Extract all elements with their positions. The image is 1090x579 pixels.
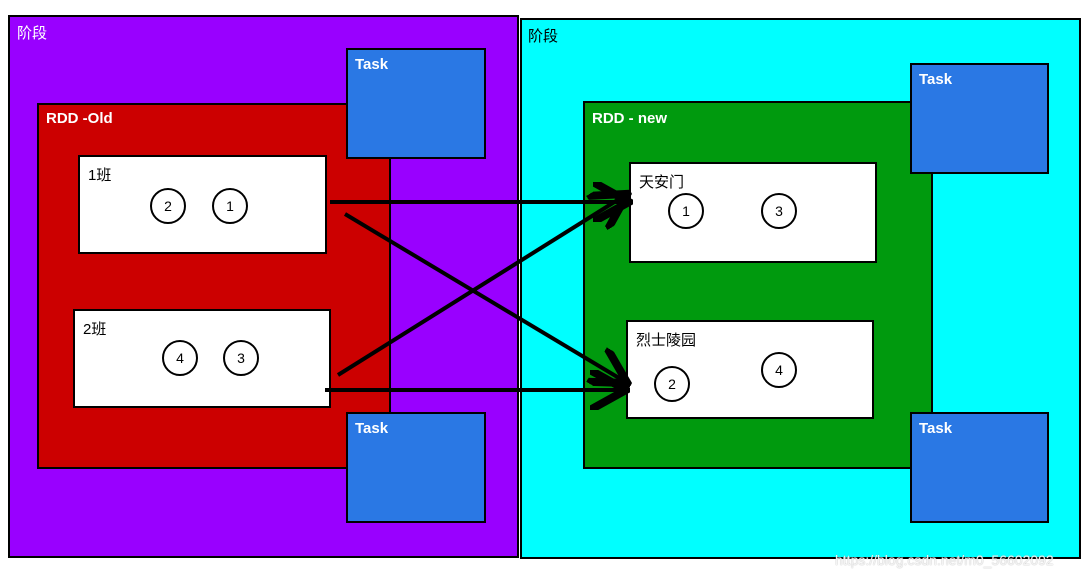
stage-right-label: 阶段 — [528, 28, 559, 45]
task-box: Task — [910, 63, 1049, 174]
item-circle: 1 — [668, 193, 704, 229]
rdd-new-label: RDD - new — [592, 110, 667, 127]
partition-class2: 2班 — [73, 309, 331, 408]
rdd-old-label: RDD -Old — [46, 110, 113, 127]
partition-label: 天安门 — [639, 174, 685, 191]
partition-label: 2班 — [83, 321, 107, 338]
partition-class1: 1班 — [78, 155, 327, 254]
partition-label: 1班 — [88, 167, 112, 184]
task-label: Task — [919, 71, 953, 88]
partition-label: 烈士陵园 — [636, 332, 697, 349]
task-label: Task — [919, 420, 953, 437]
task-box: Task — [910, 412, 1049, 523]
task-box: Task — [346, 412, 486, 523]
item-circle: 2 — [150, 188, 186, 224]
item-circle: 1 — [212, 188, 248, 224]
stage-left-label: 阶段 — [17, 25, 48, 42]
item-circle: 3 — [761, 193, 797, 229]
item-circle: 4 — [162, 340, 198, 376]
item-circle: 3 — [223, 340, 259, 376]
item-circle: 2 — [654, 366, 690, 402]
item-circle: 4 — [761, 352, 797, 388]
task-label: Task — [355, 420, 389, 437]
task-box: Task — [346, 48, 486, 159]
watermark: https://blog.csdn.net/m0_56602092 — [835, 552, 1054, 568]
arrow — [336, 196, 624, 377]
task-label: Task — [355, 56, 389, 73]
arrow — [343, 212, 624, 381]
